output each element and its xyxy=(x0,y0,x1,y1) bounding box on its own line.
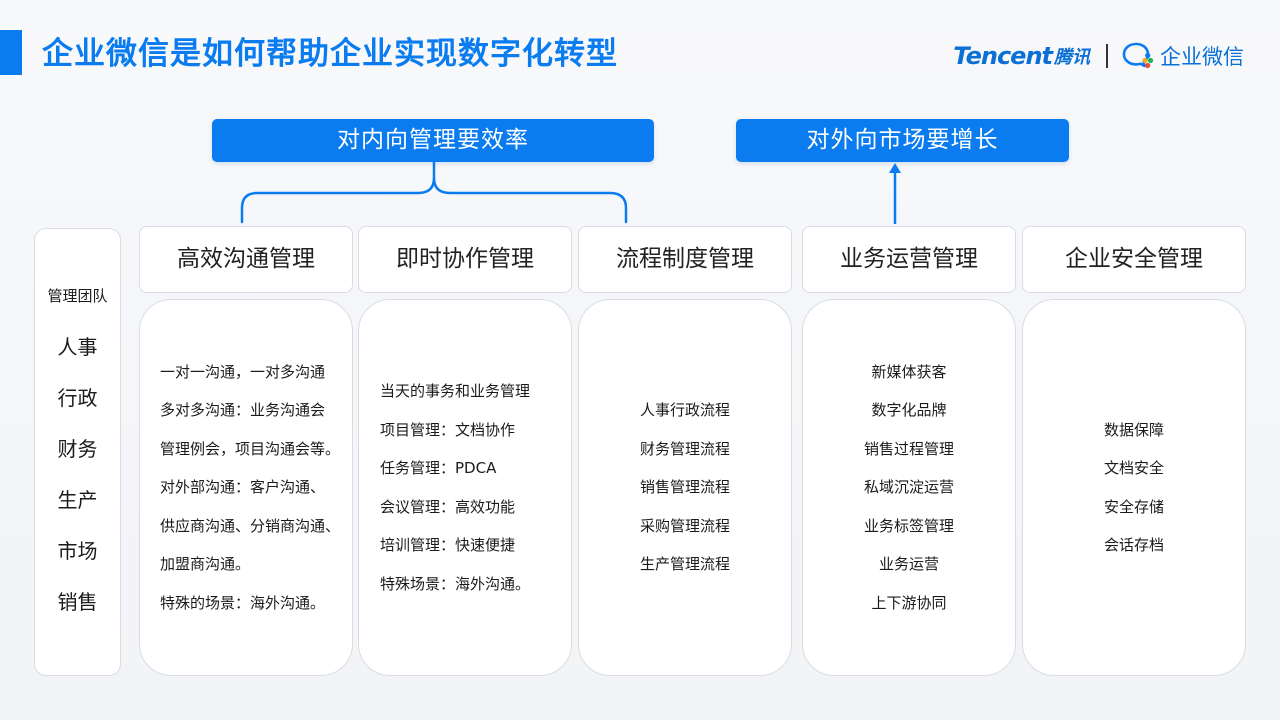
list-item: 销售过程管理 xyxy=(863,439,954,458)
column-body-process: 人事行政流程 财务管理流程 销售管理流程 采购管理流程 生产管理流程 xyxy=(578,299,792,676)
list-item: 采购管理流程 xyxy=(639,516,730,535)
team-item-market: 市场 xyxy=(57,539,98,563)
brand-divider xyxy=(1106,44,1108,68)
list-item: 上下游协同 xyxy=(871,593,947,612)
list-item: 新媒体获客 xyxy=(871,362,947,381)
list-item: 特殊场景：海外沟通。 xyxy=(380,574,531,593)
external-arrow-head xyxy=(889,163,901,173)
list-item: 当天的事务和业务管理 xyxy=(380,382,531,400)
column-body-security: 数据保障 文档安全 安全存储 会话存档 xyxy=(1022,299,1246,676)
list-item: 财务管理流程 xyxy=(639,439,730,458)
team-item-sales: 销售 xyxy=(57,590,98,614)
list-item: 人事行政流程 xyxy=(639,401,730,420)
team-item-finance: 财务 xyxy=(57,437,98,461)
team-item-production: 生产 xyxy=(57,488,98,512)
column-body-communication: 一对一沟通，一对多沟通 多对多沟通：业务沟通会 管理例会，项目沟通会等。 对外部… xyxy=(139,299,353,676)
list-item: 数据保障 xyxy=(1103,420,1164,439)
list-item: 项目管理：文档协作 xyxy=(380,420,516,439)
column-header-security: 企业安全管理 xyxy=(1022,226,1246,293)
list-item: 安全存储 xyxy=(1103,497,1164,516)
list-item: 特殊的场景：海外沟通。 xyxy=(160,593,326,612)
column-header-operations: 业务运营管理 xyxy=(802,226,1016,293)
list-item: 任务管理：PDCA xyxy=(380,459,497,477)
team-item-hr: 人事 xyxy=(57,335,98,359)
team-list: 人事 行政 财务 生产 市场 销售 xyxy=(35,330,120,636)
team-item-admin: 行政 xyxy=(57,386,98,410)
management-team-title: 管理团队 xyxy=(47,287,108,305)
list-item: 会议管理：高效功能 xyxy=(380,497,516,516)
internal-efficiency-box: 对内向管理要效率 xyxy=(212,119,654,162)
column-body-collaboration: 当天的事务和业务管理 项目管理：文档协作 任务管理：PDCA 会议管理：高效功能… xyxy=(358,299,572,676)
tencent-wordmark: Tencent xyxy=(953,42,1053,70)
list-item: 供应商沟通、分销商沟通、 xyxy=(160,516,341,535)
list-item: 数字化品牌 xyxy=(871,401,947,420)
list-item: 培训管理：快速便捷 xyxy=(380,536,516,554)
management-team-panel: 管理团队 人事 行政 财务 生产 市场 销售 xyxy=(34,228,121,676)
column-header-communication: 高效沟通管理 xyxy=(139,226,353,293)
brand-logo: Tencent 腾讯 企业微信 xyxy=(953,40,1244,72)
list-item: 业务标签管理 xyxy=(863,516,954,535)
column-body-operations: 新媒体获客 数字化品牌 销售过程管理 私域沉淀运营 业务标签管理 业务运营 上下… xyxy=(802,299,1016,676)
wecom-wordmark: 企业微信 xyxy=(1160,45,1244,69)
list-item: 加盟商沟通。 xyxy=(160,555,251,574)
title-accent-bar xyxy=(0,30,22,75)
list-item: 生产管理流程 xyxy=(639,555,730,574)
list-item: 多对多沟通：业务沟通会 xyxy=(160,401,326,420)
list-item: 对外部沟通：客户沟通、 xyxy=(160,478,326,497)
tengxun-wordmark: 腾讯 xyxy=(1054,47,1090,68)
list-item: 会话存档 xyxy=(1103,536,1164,554)
list-item: 管理例会，项目沟通会等。 xyxy=(160,439,341,458)
column-header-process: 流程制度管理 xyxy=(578,226,792,293)
list-item: 销售管理流程 xyxy=(639,478,730,497)
page-title: 企业微信是如何帮助企业实现数字化转型 xyxy=(42,36,618,72)
list-item: 业务运营 xyxy=(878,555,939,574)
wecom-logo-icon xyxy=(1122,42,1154,69)
list-item: 文档安全 xyxy=(1103,459,1164,477)
column-header-collaboration: 即时协作管理 xyxy=(358,226,572,293)
list-item: 私域沉淀运营 xyxy=(863,478,954,497)
list-item: 一对一沟通，一对多沟通 xyxy=(160,362,326,381)
internal-bracket-connector xyxy=(240,160,628,224)
external-growth-box: 对外向市场要增长 xyxy=(736,119,1069,162)
